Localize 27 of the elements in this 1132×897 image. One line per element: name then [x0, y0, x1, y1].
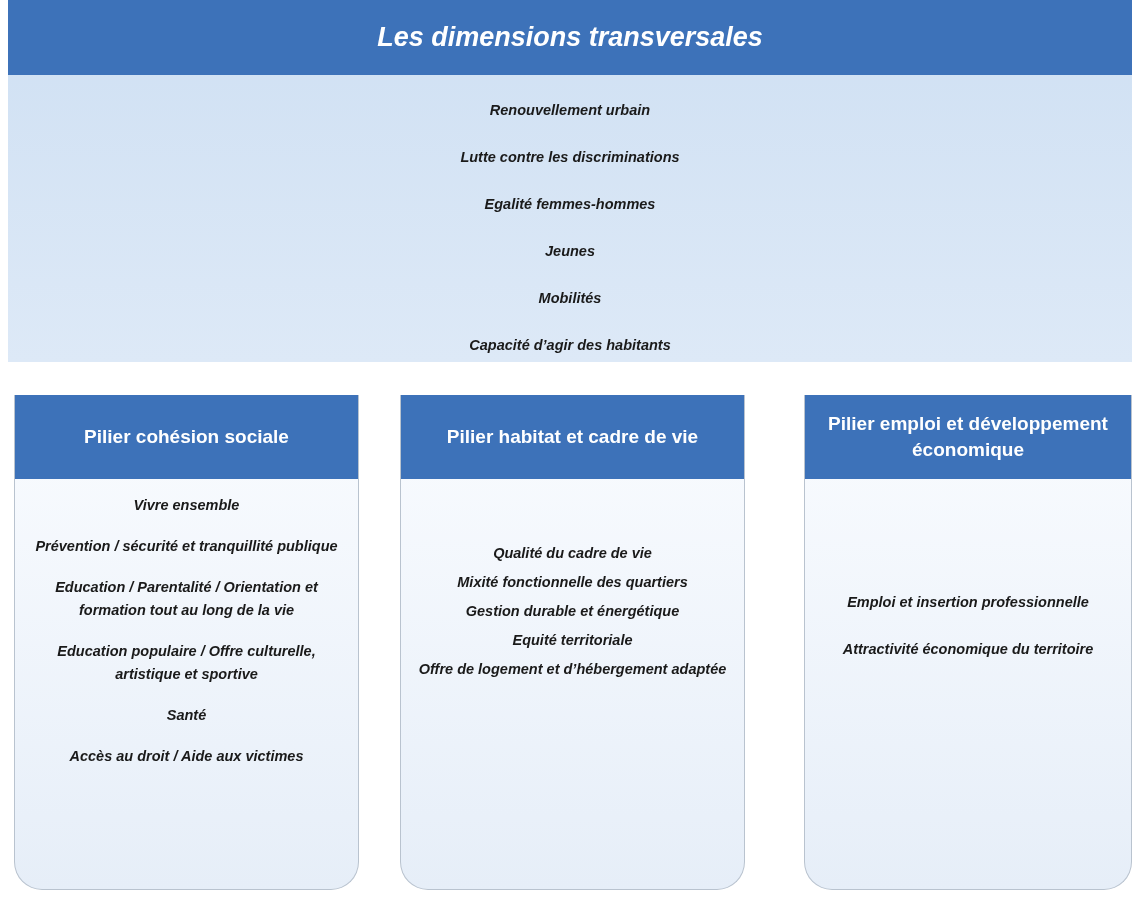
theme-item: Mixité fonctionnelle des quartiers — [457, 573, 688, 592]
theme-item: Education populaire / Offre culturelle, artistique et sportive — [56, 642, 317, 684]
theme-item: Lutte contre les discriminations — [460, 148, 680, 167]
panel-heading: Pilier habitat et cadre de vie — [446, 425, 699, 449]
theme-item: Education / Parentalité / Orientation et formation tout au long de la vie — [54, 578, 320, 620]
theme-item: Vivre ensemble — [133, 496, 240, 515]
theme-item: Attractivité économique du territoire — [842, 640, 1094, 659]
pillar-card — [804, 395, 1132, 890]
theme-item: Accès au droit / Aide aux victimes — [69, 747, 304, 766]
theme-item: Jeunes — [545, 242, 595, 261]
pillar-card — [14, 395, 359, 890]
theme-item: Equité territoriale — [512, 631, 633, 650]
theme-item: Renouvellement urbain — [489, 101, 651, 120]
panel-heading: Pilier cohésion sociale — [84, 425, 289, 449]
panel-heading: Pilier emploi et développement économique — [827, 412, 1109, 462]
theme-item: Egalité femmes-hommes — [484, 195, 656, 214]
theme-panel — [8, 0, 1132, 362]
theme-item: Prévention / sécurité et tranquillité publique — [35, 537, 338, 556]
theme-item: Capacité d’agir des habitants — [469, 336, 671, 355]
theme-item: Santé — [166, 706, 207, 725]
theme-item: Mobilités — [538, 289, 602, 308]
pillar-card — [400, 395, 745, 890]
panel-heading: Les dimensions transversales — [377, 22, 763, 53]
theme-item: Qualité du cadre de vie — [493, 544, 652, 563]
theme-item: Gestion durable et énergétique — [465, 602, 680, 621]
theme-item: Offre de logement et d’hébergement adaptée — [418, 660, 727, 679]
theme-item: Emploi et insertion professionnelle — [847, 593, 1089, 612]
